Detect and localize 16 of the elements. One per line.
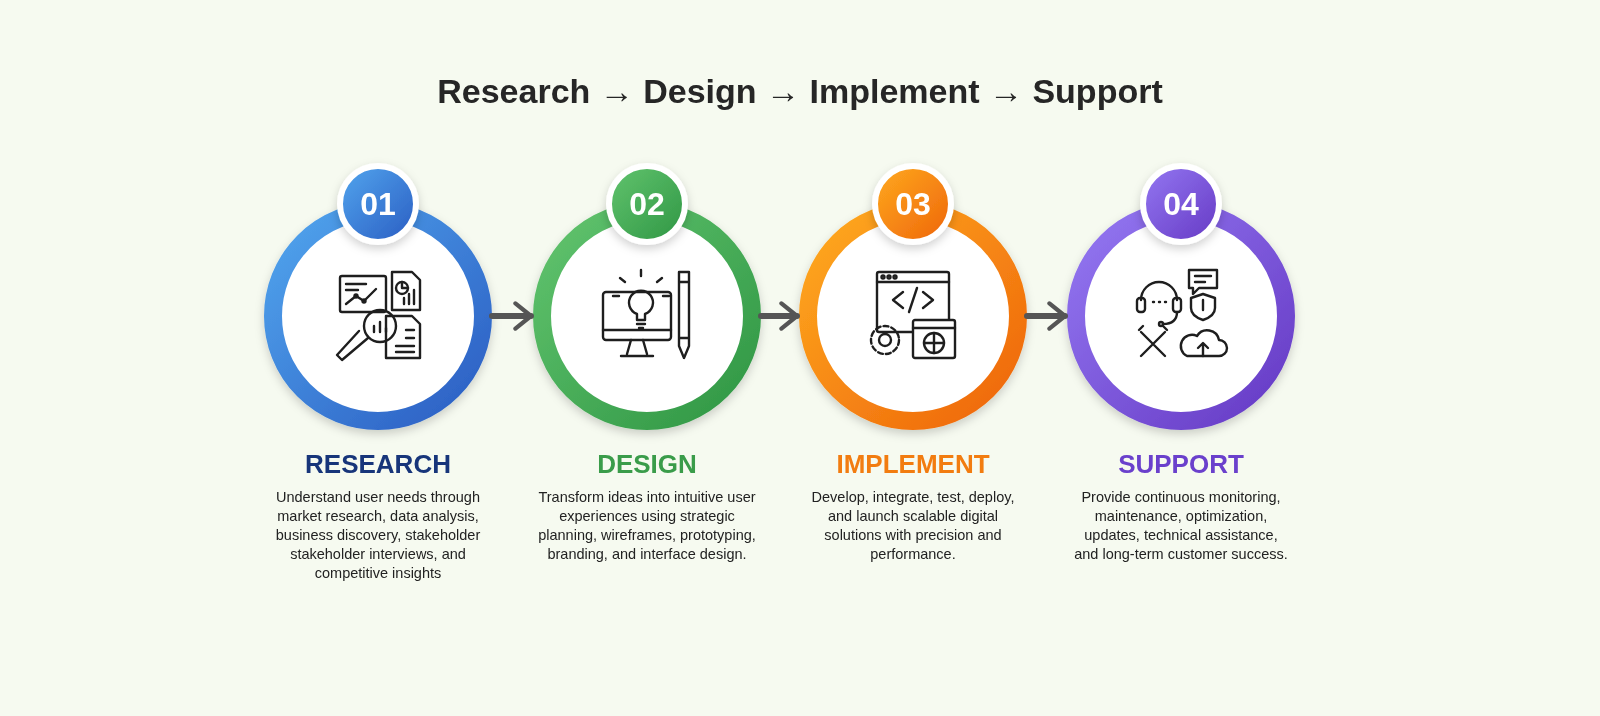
step-number: 04 [1162,186,1200,222]
step-number: 03 [894,186,932,222]
step-description: Provide continuous monitoring, maintenance, optimization, updates, technical assistance, and long-term customer success. [1073,488,1289,564]
title: Research → Design → Implement → Support [437,72,1163,110]
arrow [1024,301,1068,331]
step-heading: DESIGN [597,448,697,480]
step-number: 01 [359,186,397,222]
arrow [758,301,800,331]
step-heading: SUPPORT [1118,448,1244,480]
step-description: Understand user needs through market research, data analysis, business discovery, stakeholder stakeholder interviews, and competitive insights [274,488,482,583]
step-description: Develop, integrate, test, deploy, and launch scalable digital solutions with precision and performance. [810,488,1016,564]
step-description: Transform ideas into intuitive user experiences using strategic planning, wireframes, prototyping, branding, and interface design. [537,488,757,564]
step-heading: RESEARCH [305,448,451,480]
step-heading: IMPLEMENT [836,448,990,480]
arrow [489,301,534,331]
step-number: 02 [628,186,666,222]
